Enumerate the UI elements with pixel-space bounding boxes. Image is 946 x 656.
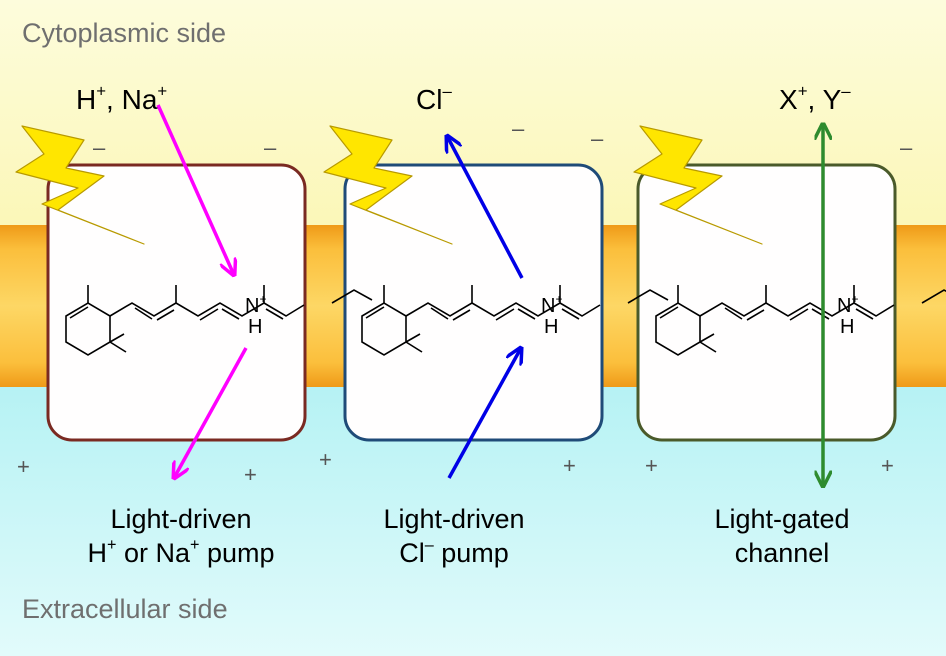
caption-pump-2: Light-driven Cl– pump [344,502,564,570]
ion-label-channel: X+, Y– [779,81,851,115]
caption-line-2: H+ or Na+ pump [87,535,275,568]
plus-charge: + [881,453,894,478]
ion-outward-arrow [174,347,248,478]
plus-charge: + [645,453,658,478]
plus-charge: + [17,454,30,479]
pump-2-box [343,163,604,442]
plus-charge: + [563,453,576,478]
minus-charge: – [264,135,277,160]
nitrogen-atom: N+ [245,292,267,317]
caption-line-2: Cl– pump [399,535,509,568]
ion-inward-arrow [447,348,521,479]
cytoplasmic-side-label: Cytoplasmic side [22,18,227,48]
caption-line-1: Light-driven [383,504,525,534]
caption-line-2: channel [734,538,830,568]
hydrogen-atom: H [840,316,855,338]
caption-channel: Light-gated channel [672,502,892,570]
lightning-icon [323,125,453,245]
caption-line-1: Light-gated [714,504,850,534]
nitrogen-atom: N+ [837,292,859,317]
minus-charge: – [93,135,106,160]
hydrogen-atom: H [248,316,263,338]
minus-charge: – [591,126,604,151]
ion-label-pump-1: H+, Na+ [76,81,168,115]
lightning-icon [15,125,145,245]
extracellular-side-label: Extracellular side [22,594,228,624]
ion-outward-arrow [447,136,524,279]
caption-line-1: Light-driven [110,504,252,534]
plus-charge: + [319,447,332,472]
caption-pump-1: Light-driven H+ or Na+ pump [56,502,306,570]
ion-label-pump-2: Cl– [416,81,452,115]
nitrogen-atom: N+ [541,292,563,317]
minus-charge: – [512,116,525,141]
hydrogen-atom: H [544,316,559,338]
plus-charge: + [244,462,257,487]
minus-charge: – [900,135,913,160]
ion-inward-arrow [156,104,234,275]
lightning-icon [633,125,763,245]
